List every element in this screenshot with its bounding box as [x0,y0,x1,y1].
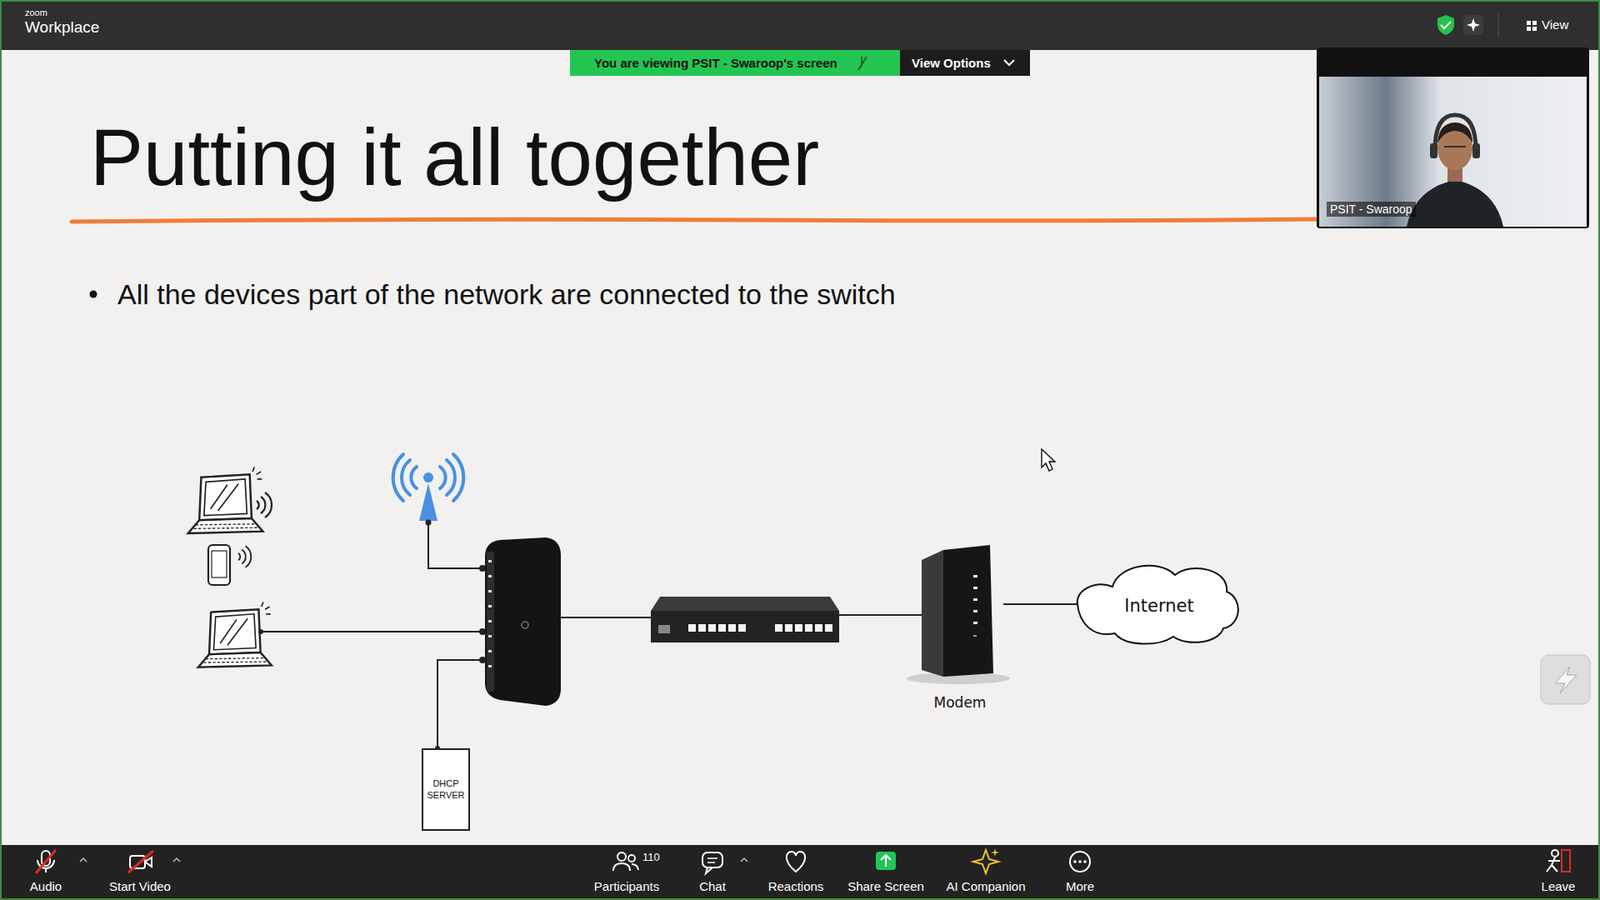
toolbar-label: AI Companion [945,879,1025,894]
internet-cloud: Internet [1075,556,1244,647]
toolbar-label: Share Screen [847,879,925,894]
toolbar-label: Chat [699,879,726,894]
view-button: View [1541,17,1569,32]
node-label: Internet [1124,595,1194,617]
toolbar-label: Leave [1541,879,1576,894]
bullet-text: All the devices part of the network are … [117,278,896,311]
connector-line [1003,603,1078,605]
brand-small: zoom [25,7,48,19]
toolbar-label: Audio [30,879,62,894]
toolbar-label: More [1065,879,1095,894]
toolbar-label: Reactions [768,879,825,894]
brand-name: Workplace [25,18,100,37]
toolbar-label: Participants [594,879,660,894]
modem-device: Modem [916,543,1004,719]
server-box: DHCP SERVER [421,748,470,831]
slide-title: Putting it all together [90,117,820,198]
participant-name: PSIT - Swaroop [1326,201,1416,217]
participant-count: 110 [642,851,660,865]
cloud-shape [1077,565,1239,645]
toolbar-label: Start Video [109,879,171,894]
view-options-button: View Options [911,55,991,70]
node-label: Modem [934,694,987,712]
node-label: DHCP SERVER [425,778,466,802]
share-banner: You are viewing PSIT - Swaroop's screen [594,55,838,70]
